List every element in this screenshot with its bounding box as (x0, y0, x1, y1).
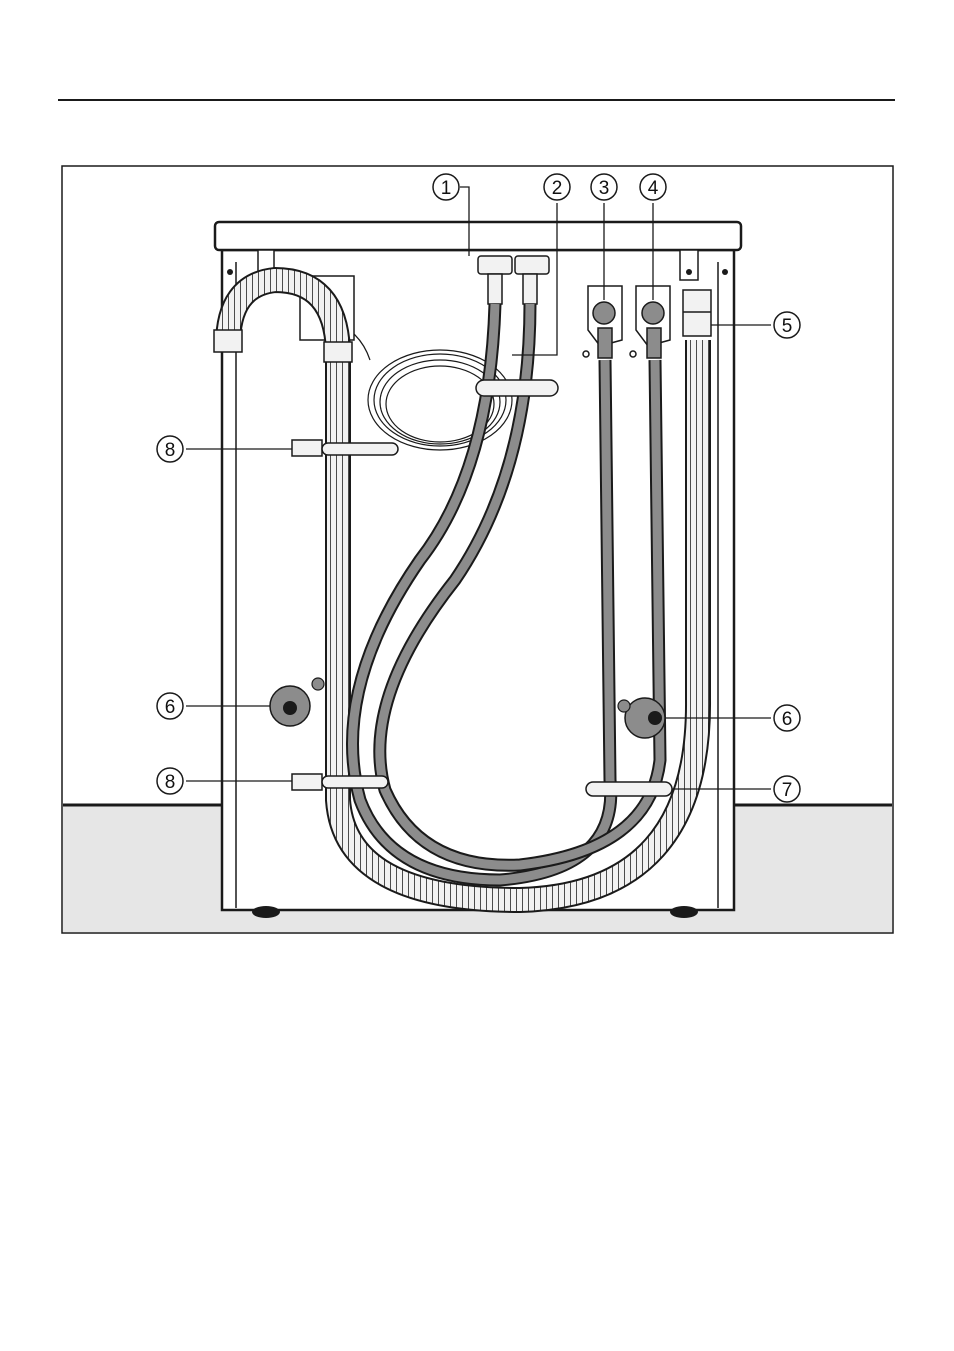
worktop (215, 222, 741, 250)
svg-text:6: 6 (782, 709, 793, 730)
svg-text:6: 6 (165, 697, 176, 718)
callout-1: 1 (433, 174, 459, 200)
svg-text:5: 5 (782, 316, 793, 337)
callout-8-lower: 8 (157, 768, 183, 794)
svg-text:4: 4 (648, 178, 659, 199)
hose-clip-upper (476, 380, 558, 396)
hose-holder-lower (292, 774, 388, 790)
svg-text:7: 7 (782, 780, 793, 801)
hose-holder-upper (292, 440, 398, 456)
callout-6-left: 6 (157, 693, 183, 719)
callout-3: 3 (591, 174, 617, 200)
svg-text:3: 3 (599, 178, 610, 199)
drain-hose-connector (683, 290, 711, 336)
top-right-bracket (680, 250, 698, 280)
callout-4: 4 (640, 174, 666, 200)
callout-7: 7 (774, 776, 800, 802)
svg-text:8: 8 (165, 440, 176, 461)
callout-8-upper: 8 (157, 436, 183, 462)
hose-clip-lower (586, 782, 672, 796)
svg-text:8: 8 (165, 772, 176, 793)
callout-2: 2 (544, 174, 570, 200)
callout-6-right: 6 (774, 705, 800, 731)
callout-5: 5 (774, 312, 800, 338)
svg-text:2: 2 (552, 178, 563, 199)
svg-text:1: 1 (441, 178, 452, 199)
